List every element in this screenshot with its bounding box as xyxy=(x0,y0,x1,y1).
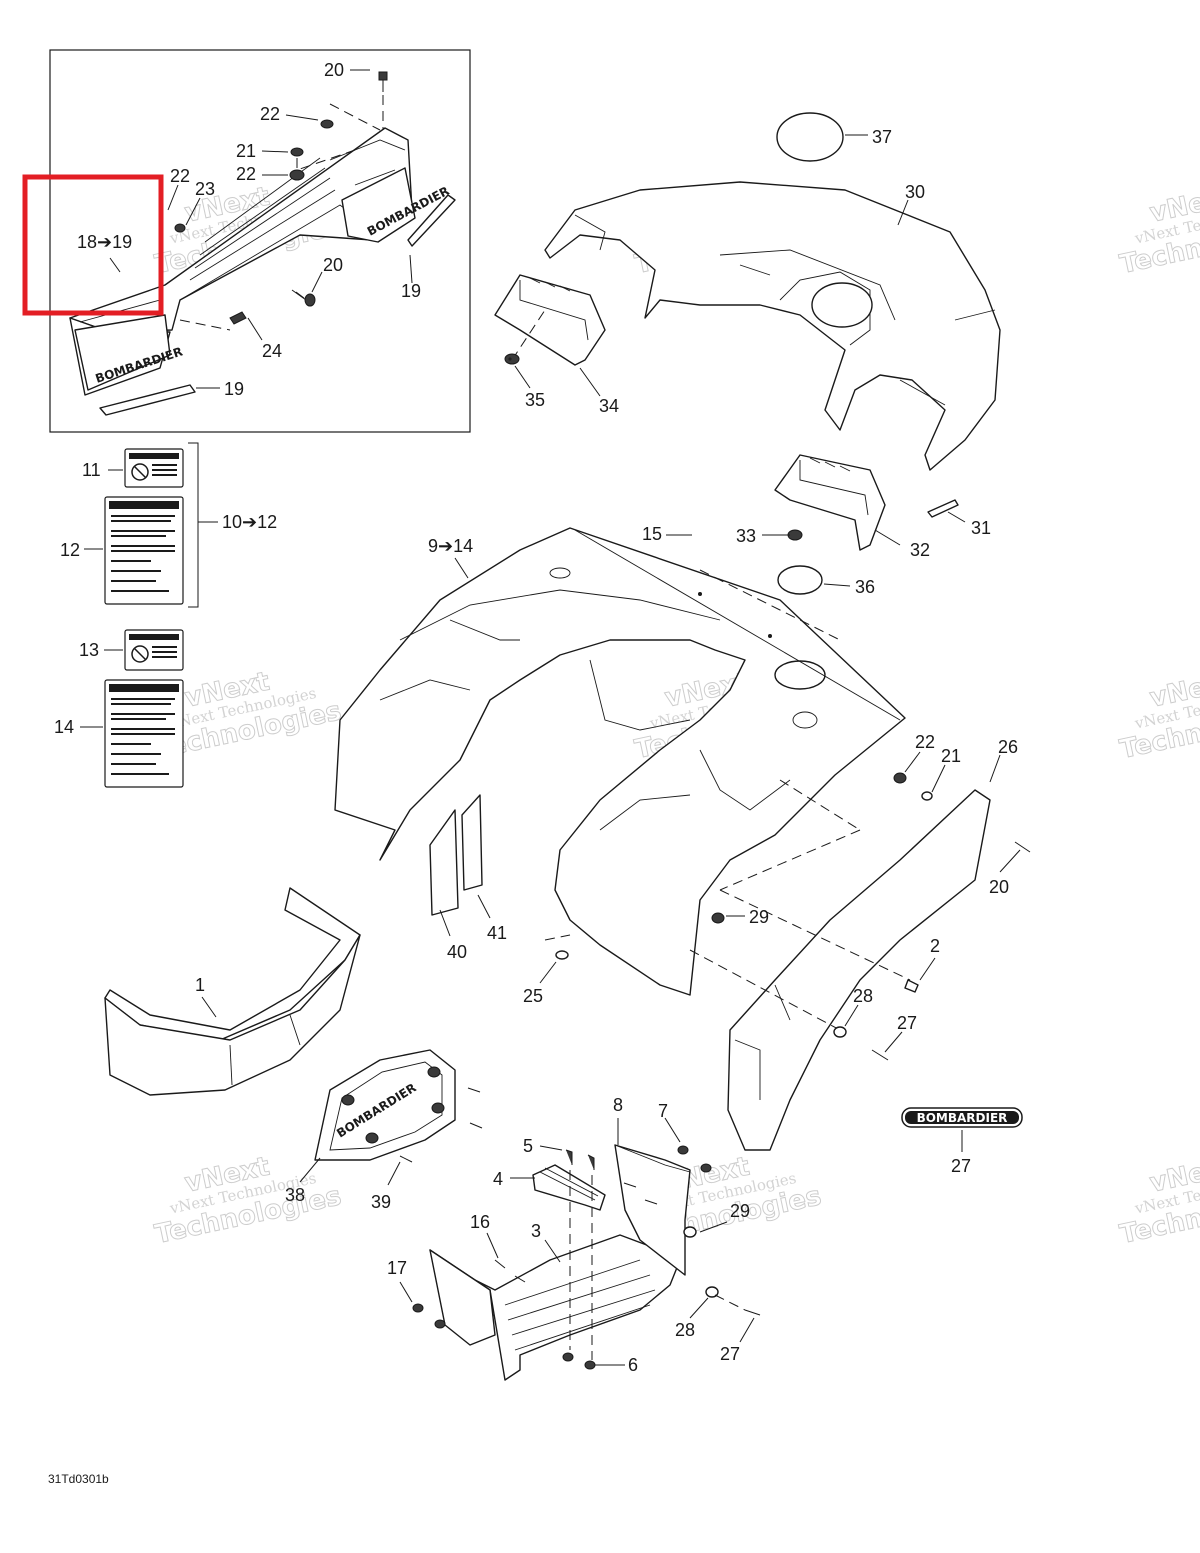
callout-32: 32 xyxy=(910,540,930,560)
callout-20: 20 xyxy=(323,255,343,275)
decal-31 xyxy=(927,499,959,518)
badge-27: BOMBARDIER xyxy=(901,1107,1023,1128)
callout-29: 29 xyxy=(749,907,769,927)
callout-24: 24 xyxy=(262,341,282,361)
assembly-line xyxy=(689,949,841,1031)
storage-bin-1 xyxy=(104,887,361,1096)
callout-19: 19 xyxy=(401,281,421,301)
callout-21: 21 xyxy=(941,746,961,766)
callout-6: 6 xyxy=(628,1355,638,1375)
callout-40: 40 xyxy=(447,942,467,962)
fastener-group xyxy=(412,1145,761,1370)
warning-decals xyxy=(104,442,218,788)
drawing-code: 31Td0301b xyxy=(48,1472,109,1486)
callout-25: 25 xyxy=(523,986,543,1006)
watermark-group: vNext vNext Technologies Technologies vN… xyxy=(152,181,1200,1250)
callout-5: 5 xyxy=(523,1136,533,1156)
assembly-line xyxy=(719,829,861,891)
callout-1: 1 xyxy=(195,975,205,995)
callout-28: 28 xyxy=(675,1320,695,1340)
inset-frame xyxy=(49,49,471,433)
callout-20: 20 xyxy=(989,877,1009,897)
assembly-line xyxy=(719,889,911,981)
callout-14: 14 xyxy=(54,717,74,737)
callout-22: 22 xyxy=(260,104,280,124)
bracket-34 xyxy=(494,274,606,366)
callout-15: 15 xyxy=(642,524,662,544)
callout-16: 16 xyxy=(470,1212,490,1232)
callout-22: 22 xyxy=(236,164,256,184)
callout-39: 39 xyxy=(371,1192,391,1212)
callout-labels: 20 22 21 22 22 23 18➔19 20 19 24 19 37 3… xyxy=(54,60,1018,1375)
callout-13: 13 xyxy=(79,640,99,660)
callout-12: 12 xyxy=(60,540,80,560)
callout-9-14: 9➔14 xyxy=(428,536,473,556)
mudflap-40 xyxy=(429,809,459,916)
callout-4: 4 xyxy=(493,1169,503,1189)
callout-33: 33 xyxy=(736,526,756,546)
callout-26: 26 xyxy=(998,737,1018,757)
callout-22: 22 xyxy=(915,732,935,752)
side-panel-26 xyxy=(727,789,991,1151)
leader-lines xyxy=(80,69,1021,1366)
mudflap-41 xyxy=(461,794,483,891)
main-fender-9 xyxy=(334,527,906,996)
brand-logo: BOMBARDIER xyxy=(917,1111,1008,1125)
callout-29: 29 xyxy=(730,1201,750,1221)
callout-3: 3 xyxy=(531,1221,541,1241)
callout-34: 34 xyxy=(599,396,619,416)
callout-18-19: 18➔19 xyxy=(77,232,132,252)
callout-22: 22 xyxy=(170,166,190,186)
callout-7: 7 xyxy=(658,1101,668,1121)
callout-28: 28 xyxy=(853,986,873,1006)
callout-2: 2 xyxy=(930,936,940,956)
callout-11: 11 xyxy=(82,460,101,480)
emblem-plate-38: BOMBARDIER xyxy=(314,1049,483,1163)
rear-fender-30 xyxy=(544,181,1001,471)
footwell-3 xyxy=(429,1144,691,1381)
callout-10-12: 10➔12 xyxy=(222,512,277,532)
callout-36: 36 xyxy=(855,577,875,597)
assembly-line xyxy=(544,934,571,941)
callout-27: 27 xyxy=(897,1013,917,1033)
callout-27: 27 xyxy=(720,1344,740,1364)
callout-23: 23 xyxy=(195,179,215,199)
bracket-32 xyxy=(774,454,886,551)
callout-38: 38 xyxy=(285,1185,305,1205)
callout-8: 8 xyxy=(613,1095,623,1115)
callout-35: 35 xyxy=(525,390,545,410)
callout-31: 31 xyxy=(971,518,991,538)
callout-27: 27 xyxy=(951,1156,971,1176)
callout-20: 20 xyxy=(324,60,344,80)
highlight-box xyxy=(22,174,164,316)
callout-41: 41 xyxy=(487,923,507,943)
callout-19: 19 xyxy=(224,379,244,399)
cap-37 xyxy=(776,112,844,162)
callout-37: 37 xyxy=(872,127,892,147)
footpeg-4 xyxy=(532,1164,606,1211)
callout-17: 17 xyxy=(387,1258,407,1278)
callout-30: 30 xyxy=(905,182,925,202)
cap-36 xyxy=(777,565,823,595)
callout-21: 21 xyxy=(236,141,256,161)
